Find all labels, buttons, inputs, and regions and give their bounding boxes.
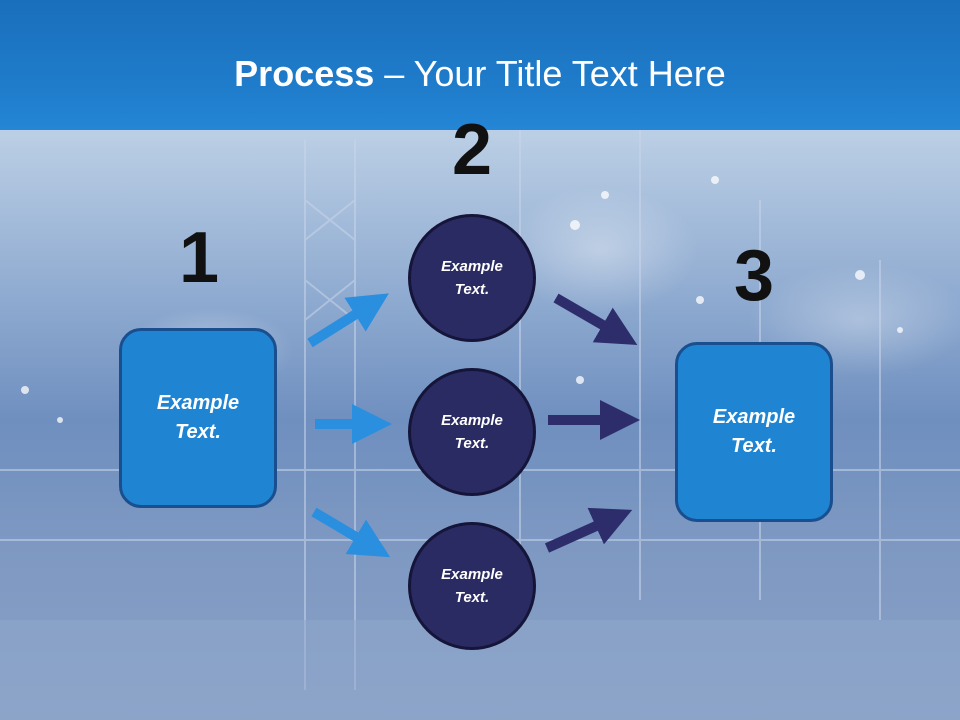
step-1-text-line2: Text. bbox=[175, 421, 221, 443]
circle-top-line2: Text. bbox=[454, 281, 490, 298]
step-number-1: 1 bbox=[178, 218, 220, 298]
step-number-3: 3 bbox=[733, 236, 775, 316]
step-number-2: 2 bbox=[451, 110, 493, 190]
header-bar bbox=[0, 0, 960, 130]
title-bold: Process bbox=[234, 53, 375, 94]
step-3-text-line2: Text. bbox=[731, 435, 777, 457]
arrow-top-to-3 bbox=[553, 293, 638, 346]
circle-middle-line1: Example bbox=[441, 412, 503, 429]
arrow-bottom-to-3 bbox=[544, 507, 633, 553]
title-rest: – Your Title Text Here bbox=[374, 53, 726, 94]
step-1-text-line1: Example bbox=[156, 392, 240, 414]
step-3-text-line1: Example bbox=[712, 406, 796, 428]
slide-title: Process – Your Title Text Here bbox=[0, 52, 960, 96]
circle-bottom-line1: Example bbox=[441, 566, 503, 583]
circle-bottom-line2: Text. bbox=[454, 589, 490, 606]
circle-top-line1: Example bbox=[441, 258, 503, 275]
arrow-1-to-top bbox=[307, 293, 389, 348]
circle-middle-line2: Text. bbox=[454, 435, 490, 452]
arrow-1-to-bottom bbox=[311, 507, 391, 558]
